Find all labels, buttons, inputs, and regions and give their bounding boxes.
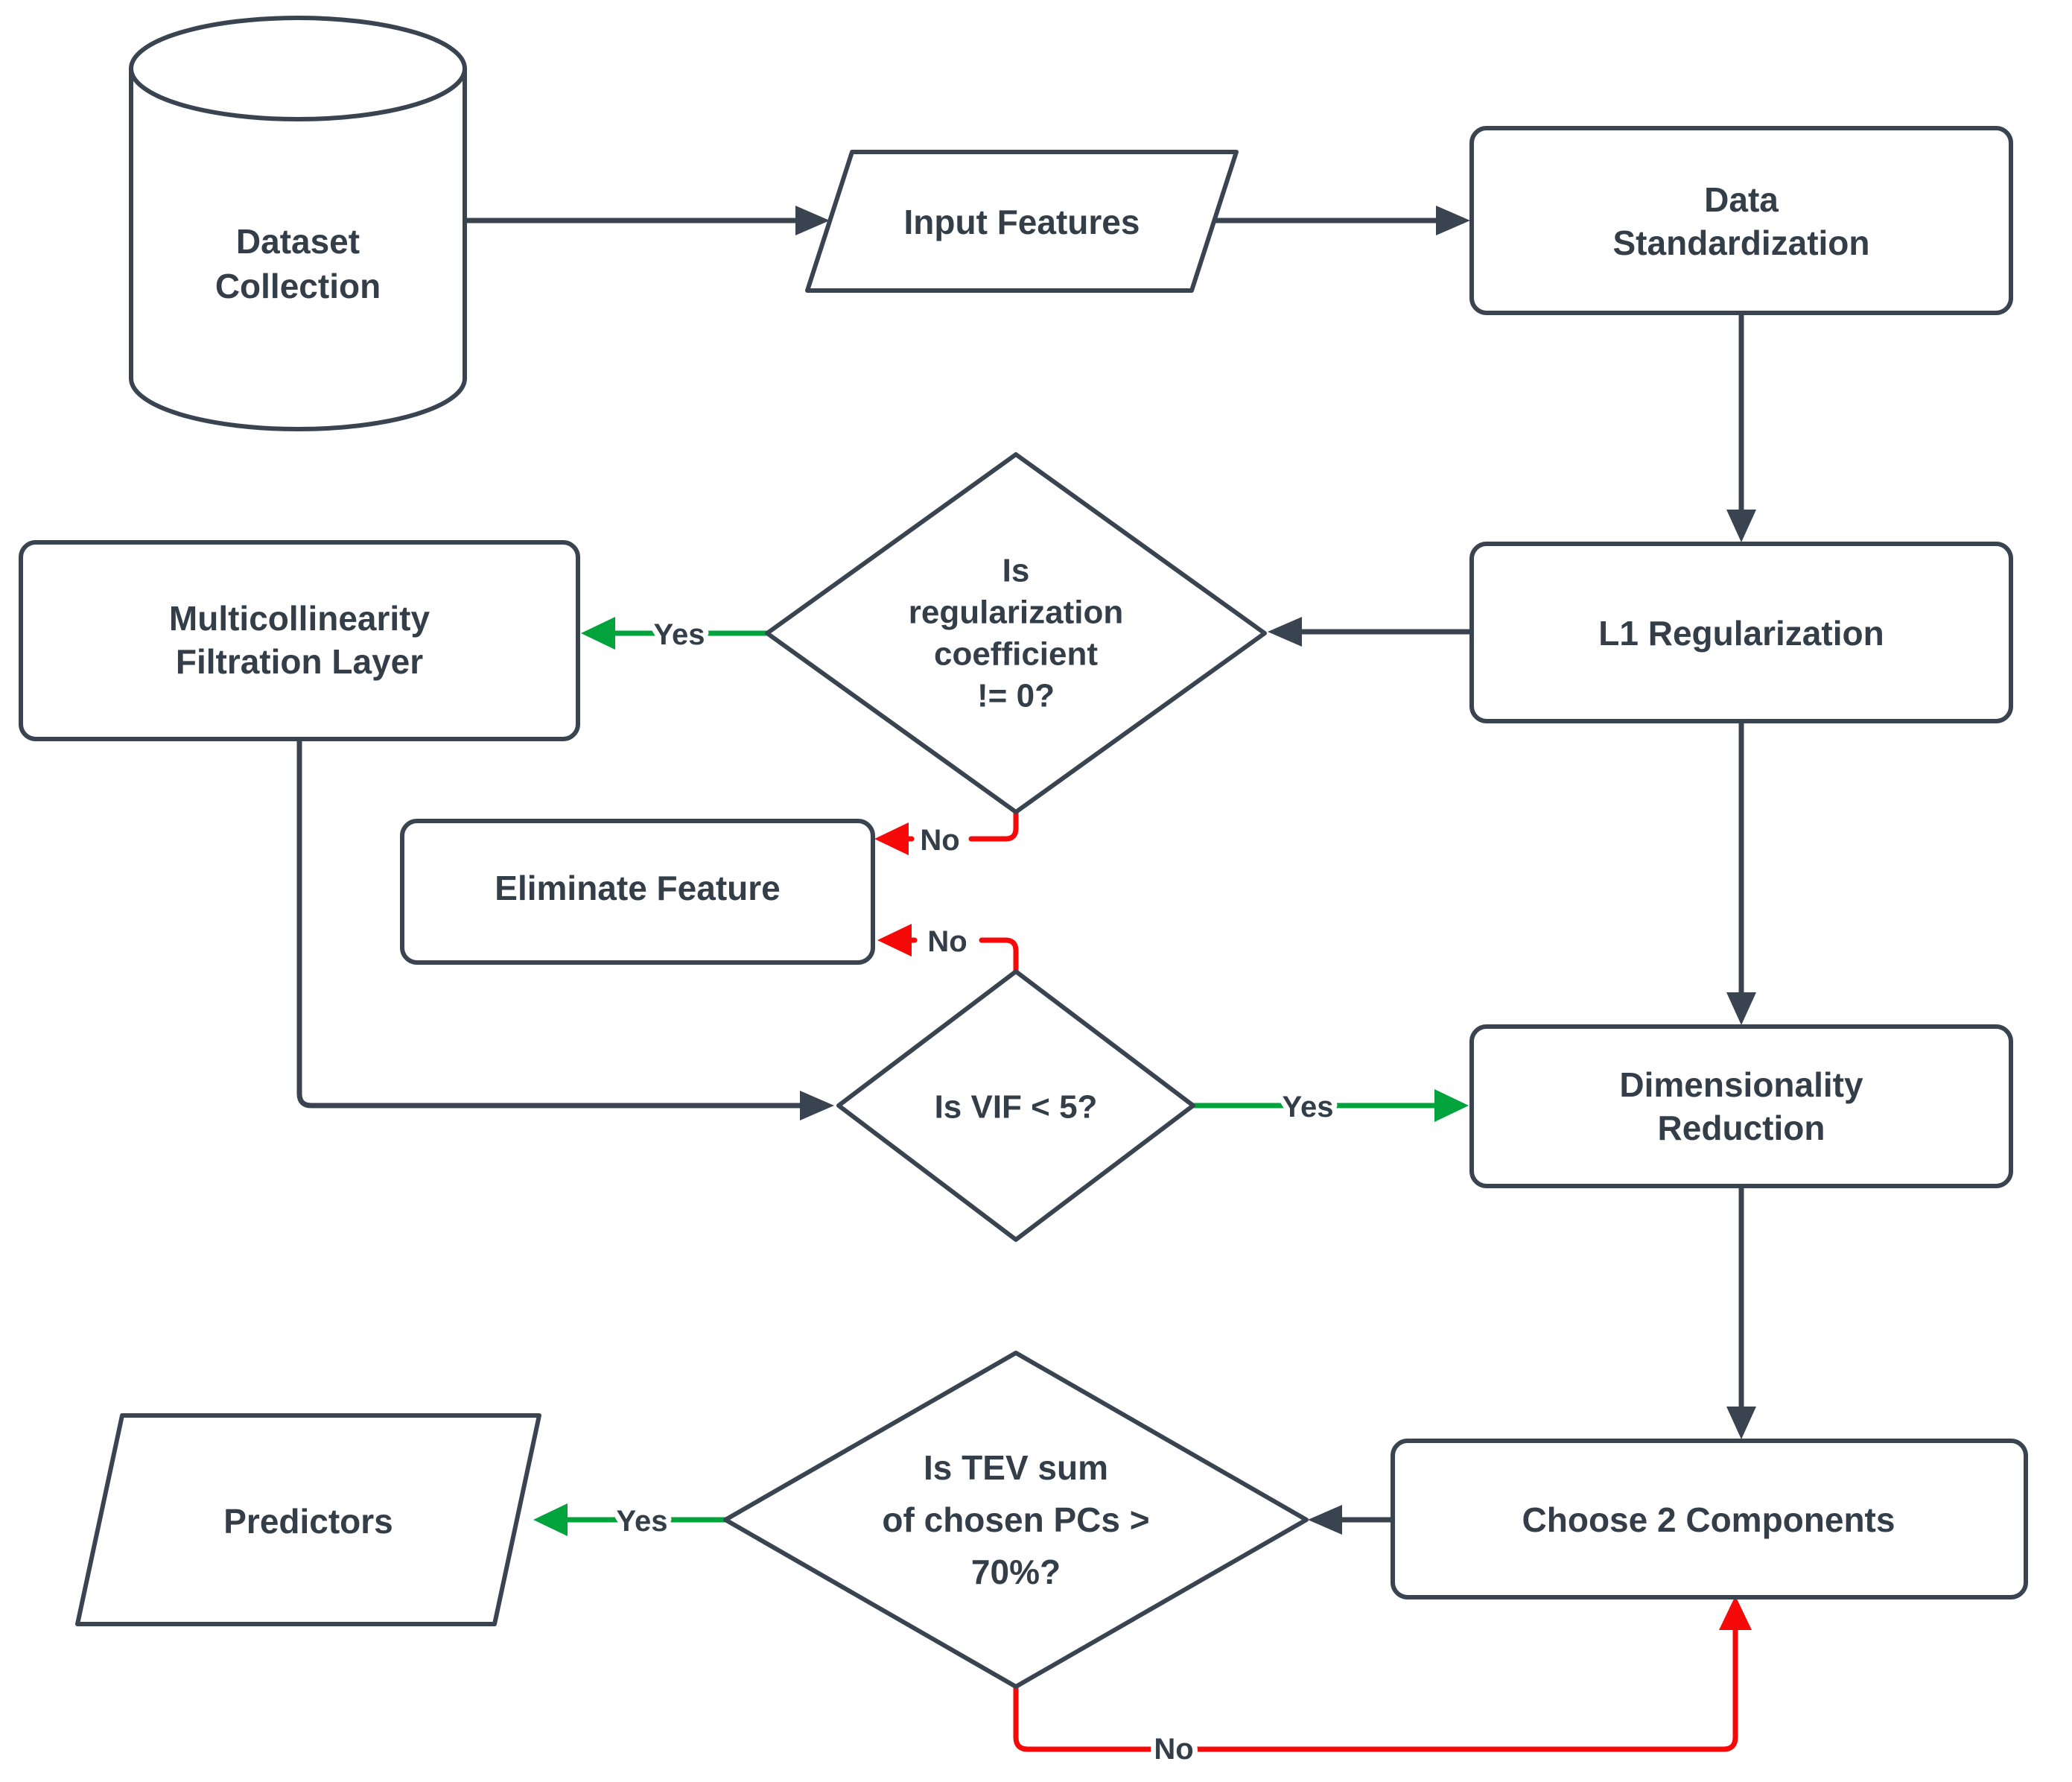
yes-label-tev: Yes: [617, 1505, 668, 1538]
data-standardization-shape: [1469, 126, 2013, 315]
no-label-tev: No: [1154, 1733, 1193, 1766]
regularization-decision-line1: Is: [1002, 553, 1030, 589]
predictors-shape: [75, 1413, 541, 1626]
eliminate-feature-label: Eliminate Feature: [495, 869, 780, 907]
multicollinearity-label-line1: Multicollinearity: [169, 599, 430, 638]
regularization-decision-line4: != 0?: [977, 678, 1055, 714]
regularization-decision-line2: regularization: [909, 594, 1124, 631]
edge-multicollinearity-to-vif: [296, 736, 803, 1109]
tev-decision-shape: [723, 1351, 1309, 1689]
tev-decision-line2: of chosen PCs >: [882, 1500, 1149, 1539]
input-features-label: Input Features: [904, 203, 1140, 241]
arrowhead-into-input-features: [795, 206, 830, 235]
regularization-decision-shape: [765, 452, 1267, 814]
input-features-shape: [805, 150, 1239, 293]
tev-decision-line1: Is TEV sum: [924, 1448, 1108, 1487]
arrowhead-into-data-standardization: [1436, 206, 1470, 235]
choose-components-shape: [1391, 1439, 2028, 1599]
choose-components-node: Choose 2 Components: [1391, 1439, 2028, 1599]
regularization-decision-line3: coefficient: [934, 636, 1098, 673]
arrowhead-into-tev-decision: [1308, 1505, 1342, 1535]
dataset-collection-label-line1: Dataset: [236, 222, 360, 261]
data-standardization-node: Data Standardization: [1469, 126, 2013, 315]
cylinder-body: [129, 69, 467, 431]
arrowhead-yes-into-multicollinearity: [581, 617, 615, 650]
eliminate-feature-shape: [400, 819, 875, 965]
cylinder-top: [129, 16, 467, 121]
arrowhead-into-l1-regularization: [1726, 510, 1756, 542]
edge-no-tev-feedback: [1013, 1626, 1738, 1752]
dimensionality-reduction-label-line1: Dimensionality: [1619, 1065, 1863, 1104]
no-label-regularization: No: [920, 824, 959, 857]
choose-components-label: Choose 2 Components: [1522, 1500, 1895, 1539]
vif-decision-shape: [836, 969, 1195, 1242]
multicollinearity-shape: [19, 540, 580, 741]
arrowhead-into-dimensionality-reduction: [1726, 992, 1756, 1025]
dimensionality-reduction-label-line2: Reduction: [1658, 1109, 1825, 1147]
predictors-label: Predictors: [223, 1502, 393, 1541]
tev-decision-line3: 70%?: [971, 1553, 1061, 1591]
no-label-vif: No: [927, 925, 967, 958]
multicollinearity-node: Multicollinearity Filtration Layer: [19, 540, 580, 741]
yes-label-vif: Yes: [1283, 1091, 1334, 1123]
regularization-decision-node: Is regularization coefficient != 0?: [765, 452, 1267, 814]
arrowhead-into-vif-decision: [800, 1091, 834, 1120]
eliminate-feature-node: Eliminate Feature: [400, 819, 875, 965]
dataset-collection-label-line2: Collection: [215, 267, 381, 305]
arrowhead-no-into-eliminate-bottom: [877, 924, 912, 957]
input-features-node: Input Features: [805, 150, 1239, 293]
l1-regularization-node: L1 Regularization: [1469, 542, 2013, 723]
vif-decision-node: Is VIF < 5?: [836, 969, 1195, 1242]
arrowhead-no-into-eliminate-top: [874, 822, 909, 855]
arrowhead-no-into-choose-components: [1719, 1596, 1752, 1630]
multicollinearity-label-line2: Filtration Layer: [176, 642, 423, 681]
tev-decision-node: Is TEV sum of chosen PCs > 70%?: [723, 1351, 1309, 1689]
yes-label-regularization: Yes: [654, 618, 705, 651]
predictors-node: Predictors: [75, 1413, 541, 1626]
edge-no-regularization: [968, 809, 1019, 842]
l1-regularization-shape: [1469, 542, 2013, 723]
l1-regularization-label: L1 Regularization: [1598, 614, 1884, 653]
dimensionality-reduction-shape: [1469, 1024, 2013, 1188]
data-standardization-label-line1: Data: [1704, 180, 1779, 219]
arrowhead-into-regularization-decision: [1268, 617, 1302, 647]
dataset-collection-node: Dataset Collection: [129, 16, 467, 431]
dimensionality-reduction-node: Dimensionality Reduction: [1469, 1024, 2013, 1188]
vif-decision-label: Is VIF < 5?: [935, 1089, 1098, 1126]
arrowhead-yes-into-dimensionality: [1434, 1089, 1469, 1122]
data-standardization-label-line2: Standardization: [1612, 223, 1869, 262]
arrowhead-into-choose-components: [1726, 1407, 1756, 1439]
edge-no-vif: [979, 937, 1019, 974]
arrowhead-yes-into-predictors: [533, 1503, 568, 1536]
